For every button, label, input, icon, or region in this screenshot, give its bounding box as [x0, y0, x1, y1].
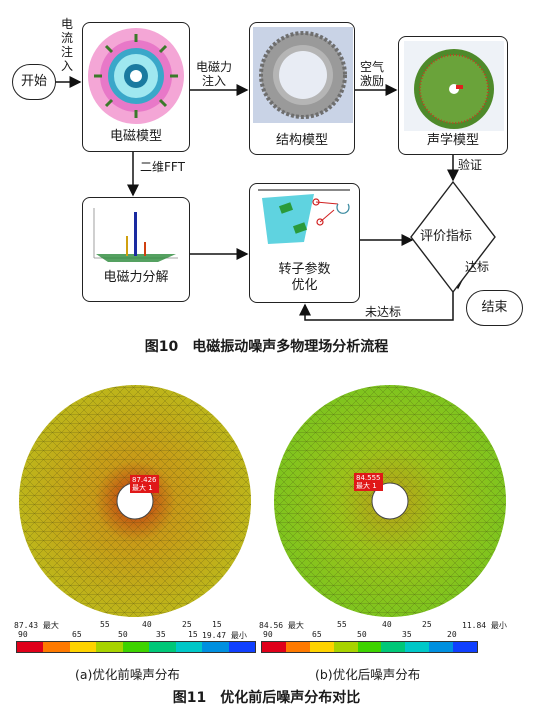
panel-a-scale-swatch-4 [96, 642, 123, 652]
panel-b-top-tick-1: 55 [337, 620, 347, 629]
panel-a-bottom-tick-4: 35 [156, 630, 166, 639]
start-label: 开始 [20, 74, 47, 89]
not-reached-label: 未达标 [365, 305, 402, 319]
rotor-opt-label: 转子参数 优化 [278, 262, 331, 293]
panel-b-legend-max: 84.56 最大 [259, 621, 304, 630]
rotor-opt-image [258, 189, 350, 244]
panel-b-field: 84.555 最大 1 [257, 383, 519, 620]
flow-connectors [55, 76, 496, 321]
panel-b-bottom-tick-2: 65 [312, 630, 322, 639]
panel-b-disc [274, 385, 506, 617]
panel-b-scale-swatch-5 [357, 642, 382, 652]
rotor-opt-node: 转子参数 优化 [249, 183, 360, 303]
panel-a-scale-swatch-1 [17, 642, 44, 652]
struct-model-image [253, 27, 353, 123]
air-excitation-label: 空气 激励 [360, 60, 385, 88]
struct-model-label: 结构模型 [275, 133, 328, 148]
panel-a-top-tick-2: 40 [142, 620, 152, 629]
current-injection-char-1: 电 [60, 17, 73, 31]
panel-b-marker-value: 84.555 [356, 474, 381, 482]
panel-a-scale-swatch-7 [175, 642, 203, 652]
acoustic-model-image [404, 41, 504, 131]
panel-b-marker-label: 最大 1 [356, 482, 377, 490]
panel-a-bottom-tick-3: 50 [118, 630, 128, 639]
panel-b-scale-swatch-6 [381, 642, 406, 652]
em-model-label: 电磁模型 [109, 129, 162, 144]
panel-b-color-scale [261, 641, 478, 653]
panel-b-top-tick-2: 40 [382, 620, 392, 629]
em-model-node: 电磁模型 [82, 22, 190, 152]
panel-a-legend-max: 87.43 最大 [14, 621, 59, 630]
panel-b-top-tick-3: 25 [422, 620, 432, 629]
panel-b-scale-swatch-8 [429, 642, 454, 652]
panel-b-caption: (b)优化后噪声分布 [315, 667, 421, 682]
panel-a-max-marker: 87.426 最大 1 [130, 475, 159, 493]
panel-a-marker-value: 87.426 [132, 476, 157, 484]
panel-a-scale-swatch-5 [122, 642, 150, 652]
em-force-injection-label: 电磁力 注入 [196, 60, 233, 88]
panel-b-bottom-tick-3: 50 [357, 630, 367, 639]
panel-b-scale-swatch-4 [333, 642, 358, 652]
evaluate-diamond [410, 180, 496, 294]
panel-a-bottom-tick-5: 15 [188, 630, 198, 639]
current-injection-char-2: 流 [60, 31, 73, 45]
panel-b-legend-min: 11.84 最小 [462, 621, 507, 630]
panel-b-bottom-tick-1: 90 [263, 630, 273, 639]
struct-model-node: 结构模型 [249, 22, 355, 155]
panel-b-scale-swatch-3 [309, 642, 334, 652]
panel-a-scale-swatch-8 [202, 642, 229, 652]
panel-b-scale-swatch-1 [262, 642, 286, 652]
acoustic-model-node: 声学模型 [398, 36, 508, 155]
panel-a-scale-swatch-9 [228, 642, 255, 652]
panel-a-bottom-tick-1: 90 [18, 630, 28, 639]
panel-a-top-tick-4: 15 [212, 620, 222, 629]
figure-11-caption: 图11 优化前后噪声分布对比 [172, 690, 361, 706]
start-node: 开始 [12, 64, 56, 100]
panel-a-color-scale [16, 641, 256, 653]
verify-label: 验证 [458, 158, 483, 172]
panel-a-scale-swatch-6 [149, 642, 176, 652]
em-decomp-label: 电磁力分解 [103, 270, 169, 285]
panel-a-marker-label: 最大 1 [132, 484, 153, 492]
panel-b-scale-swatch-2 [285, 642, 310, 652]
panel-a-legend-min: 19.47 最小 [202, 631, 247, 640]
em-decomp-image [88, 202, 184, 264]
panel-a-bottom-tick-2: 65 [72, 630, 82, 639]
arrow-feedback-loop [299, 273, 454, 321]
panel-b-legend: 84.56 最大 55 40 25 11.84 最小 90 65 50 35 2… [257, 620, 519, 656]
panel-a-scale-swatch-3 [69, 642, 97, 652]
panel-b-bottom-tick-5: 20 [447, 630, 457, 639]
panel-b-bottom-tick-4: 35 [402, 630, 412, 639]
panel-b-scale-swatch-9 [453, 642, 478, 652]
current-injection-char-3: 注 [60, 45, 73, 59]
reached-label: 达标 [465, 260, 490, 274]
end-label: 结束 [481, 300, 508, 315]
current-injection-char-4: 入 [60, 59, 73, 73]
evaluate-label: 评价指标 [420, 229, 473, 244]
em-model-image [88, 28, 184, 124]
panel-b-scale-swatch-7 [405, 642, 430, 652]
panel-a-top-tick-3: 25 [182, 620, 192, 629]
panel-a-field: 87.426 最大 1 [12, 383, 257, 620]
panel-b-max-marker: 84.555 最大 1 [354, 473, 383, 491]
acoustic-model-label: 声学模型 [426, 133, 479, 148]
figure-10-caption: 图10 电磁振动噪声多物理场分析流程 [144, 339, 389, 355]
em-decomp-node: 电磁力分解 [82, 197, 190, 302]
panel-a-disc [19, 385, 251, 617]
panel-a-top-tick-1: 55 [100, 620, 110, 629]
panel-a-legend: 87.43 最大 55 40 25 15 19.47 最小 90 65 50 3… [12, 620, 257, 656]
fft-label: 二维FFT [140, 160, 185, 174]
panel-a-scale-swatch-2 [43, 642, 70, 652]
panel-a-caption: (a)优化前噪声分布 [75, 667, 180, 682]
end-node: 结束 [466, 290, 523, 326]
